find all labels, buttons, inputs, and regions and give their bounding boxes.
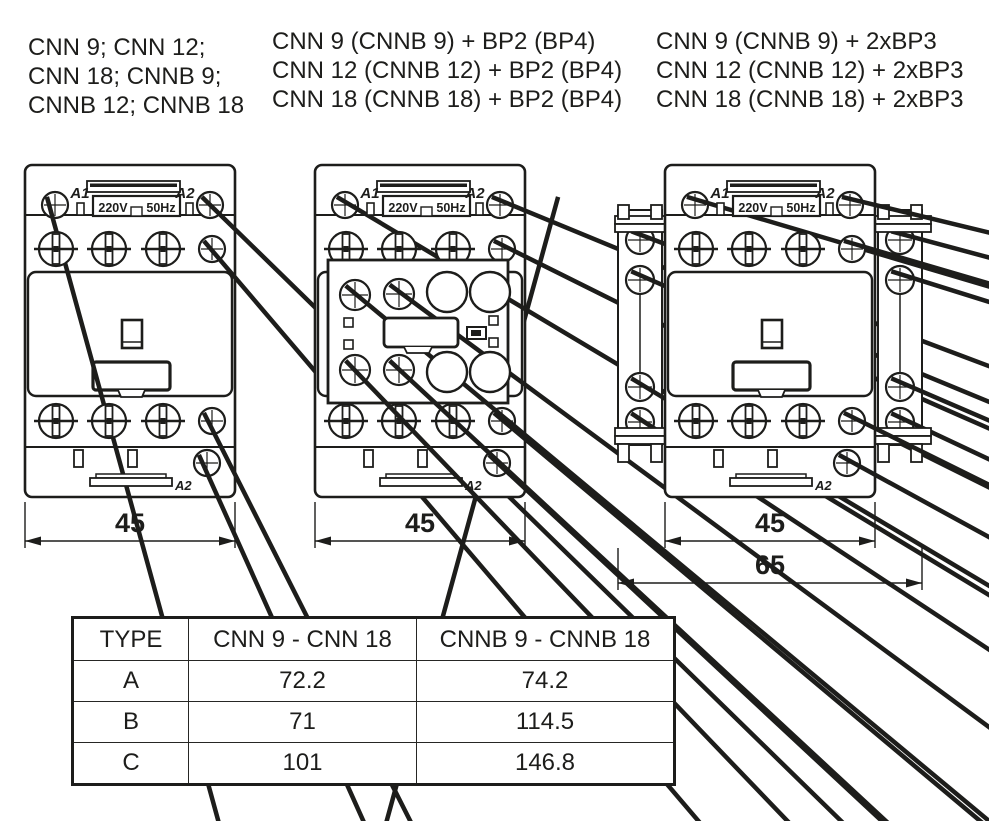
table-cell: 74.2 [416,660,675,702]
table-cell: B [72,701,189,743]
model-line: CNN 18 (CNNB 18) + 2xBP3 [656,86,964,113]
cross-screw-icon [884,264,989,305]
cross-screw-icon [485,190,989,405]
coil-voltage-label: 220V [98,201,128,215]
coil-voltage-label: 220V [388,201,418,215]
cross-screw-icon [192,448,366,821]
terminal-screw-icon [324,402,368,440]
terminal-a1-label: A1 [69,185,89,202]
dimension-value: 45 [405,508,435,538]
terminal-a2-bottom-label: A2 [174,478,192,493]
coil-frequency-label: 50Hz [436,201,465,215]
model-line: CNNB 12; CNNB 18 [28,92,245,119]
dimension-line: 45 [665,508,875,546]
cross-screw-icon [487,406,984,821]
model-list-plain: CNN 9; CNN 12; CNN 18; CNNB 9; CNNB 12; … [28,33,244,120]
bp2-front-block [326,258,989,821]
terminal-screw-icon [141,230,185,268]
cross-screw-icon [680,190,989,289]
table-cell: A [72,660,189,702]
terminal-a2-label: A2 [174,185,195,202]
cross-screw-icon [624,371,989,598]
model-line: CNN 18 (CNNB 18) + BP2 (BP4) [272,86,623,113]
coil-voltage-label: 220V [738,201,768,215]
cross-screw-icon [837,234,989,286]
terminal-screw-icon [674,402,718,440]
table-cell: 114.5 [416,701,675,743]
cross-screw-icon [382,277,989,730]
terminal-screw-icon [87,230,131,268]
cross-screw-icon [382,353,890,821]
model-line: CNN 18; CNNB 9; [28,63,222,90]
terminal-screw-icon [781,402,825,440]
terminal-screw-icon [727,230,771,268]
terminal-screw-icon [377,402,421,440]
cross-screw-icon [195,190,845,821]
model-line: CNN 9 (CNNB 9) + BP2 (BP4) [272,28,596,55]
cross-screw-icon [330,190,989,589]
dimension-line: 45 [315,508,525,546]
cross-screw-icon [832,448,989,540]
model-line: CNN 9 (CNNB 9) + 2xBP3 [656,28,937,55]
cross-screw-icon [835,190,989,235]
model-line: CNN 9; CNN 12; [28,34,206,61]
table-cell: 101 [188,742,417,785]
terminal-screw-icon [781,230,825,268]
cross-screw-icon [338,278,989,821]
coil-frequency-label: 50Hz [146,201,175,215]
cross-screw-icon [197,406,413,821]
table-cell: 72.2 [188,660,417,702]
table-cell: 71 [188,701,417,743]
terminal-screw-icon [141,402,185,440]
dimension-line: 45 [25,508,235,546]
terminal-a2-label: A2 [814,185,835,202]
cross-screw-icon [40,190,561,821]
terminal-screw-icon [674,230,718,268]
terminal-a2-bottom-label: A2 [814,478,832,493]
bp3-side-block [874,204,989,463]
terminal-a2-label: A2 [464,185,485,202]
cross-screw-icon [338,353,791,821]
dimension-value: 45 [755,508,785,538]
table-cell: 146.8 [416,742,675,785]
model-list-bp3: CNN 9 (CNNB 9) + 2xBP3 CNN 12 (CNNB 12) … [656,27,963,114]
bp3-side-block [614,204,989,653]
terminal-a1-label: A1 [709,185,729,202]
column-header: CNNB 9 - CNNB 18 [416,617,675,661]
dimension-value: 45 [115,508,145,538]
terminal-screw-icon [34,230,78,268]
model-line: CNN 12 (CNNB 12) + 2xBP3 [656,57,964,84]
dimension-line: 65 [618,550,922,588]
cross-screw-icon [837,406,989,488]
model-line: CNN 12 (CNNB 12) + BP2 (BP4) [272,57,623,84]
terminal-a1-label: A1 [359,185,379,202]
terminal-screw-icon [87,402,131,440]
coil-frequency-label: 50Hz [786,201,815,215]
column-header: TYPE [72,617,189,661]
terminal-screw-icon [34,402,78,440]
model-list-bp2: CNN 9 (CNNB 9) + BP2 (BP4) CNN 12 (CNNB … [272,27,622,114]
cross-screw-icon [884,371,989,423]
column-header: CNN 9 - CNN 18 [188,617,417,661]
dimension-value: 65 [755,550,785,580]
table-cell: C [72,742,189,785]
terminal-screw-icon [727,402,771,440]
